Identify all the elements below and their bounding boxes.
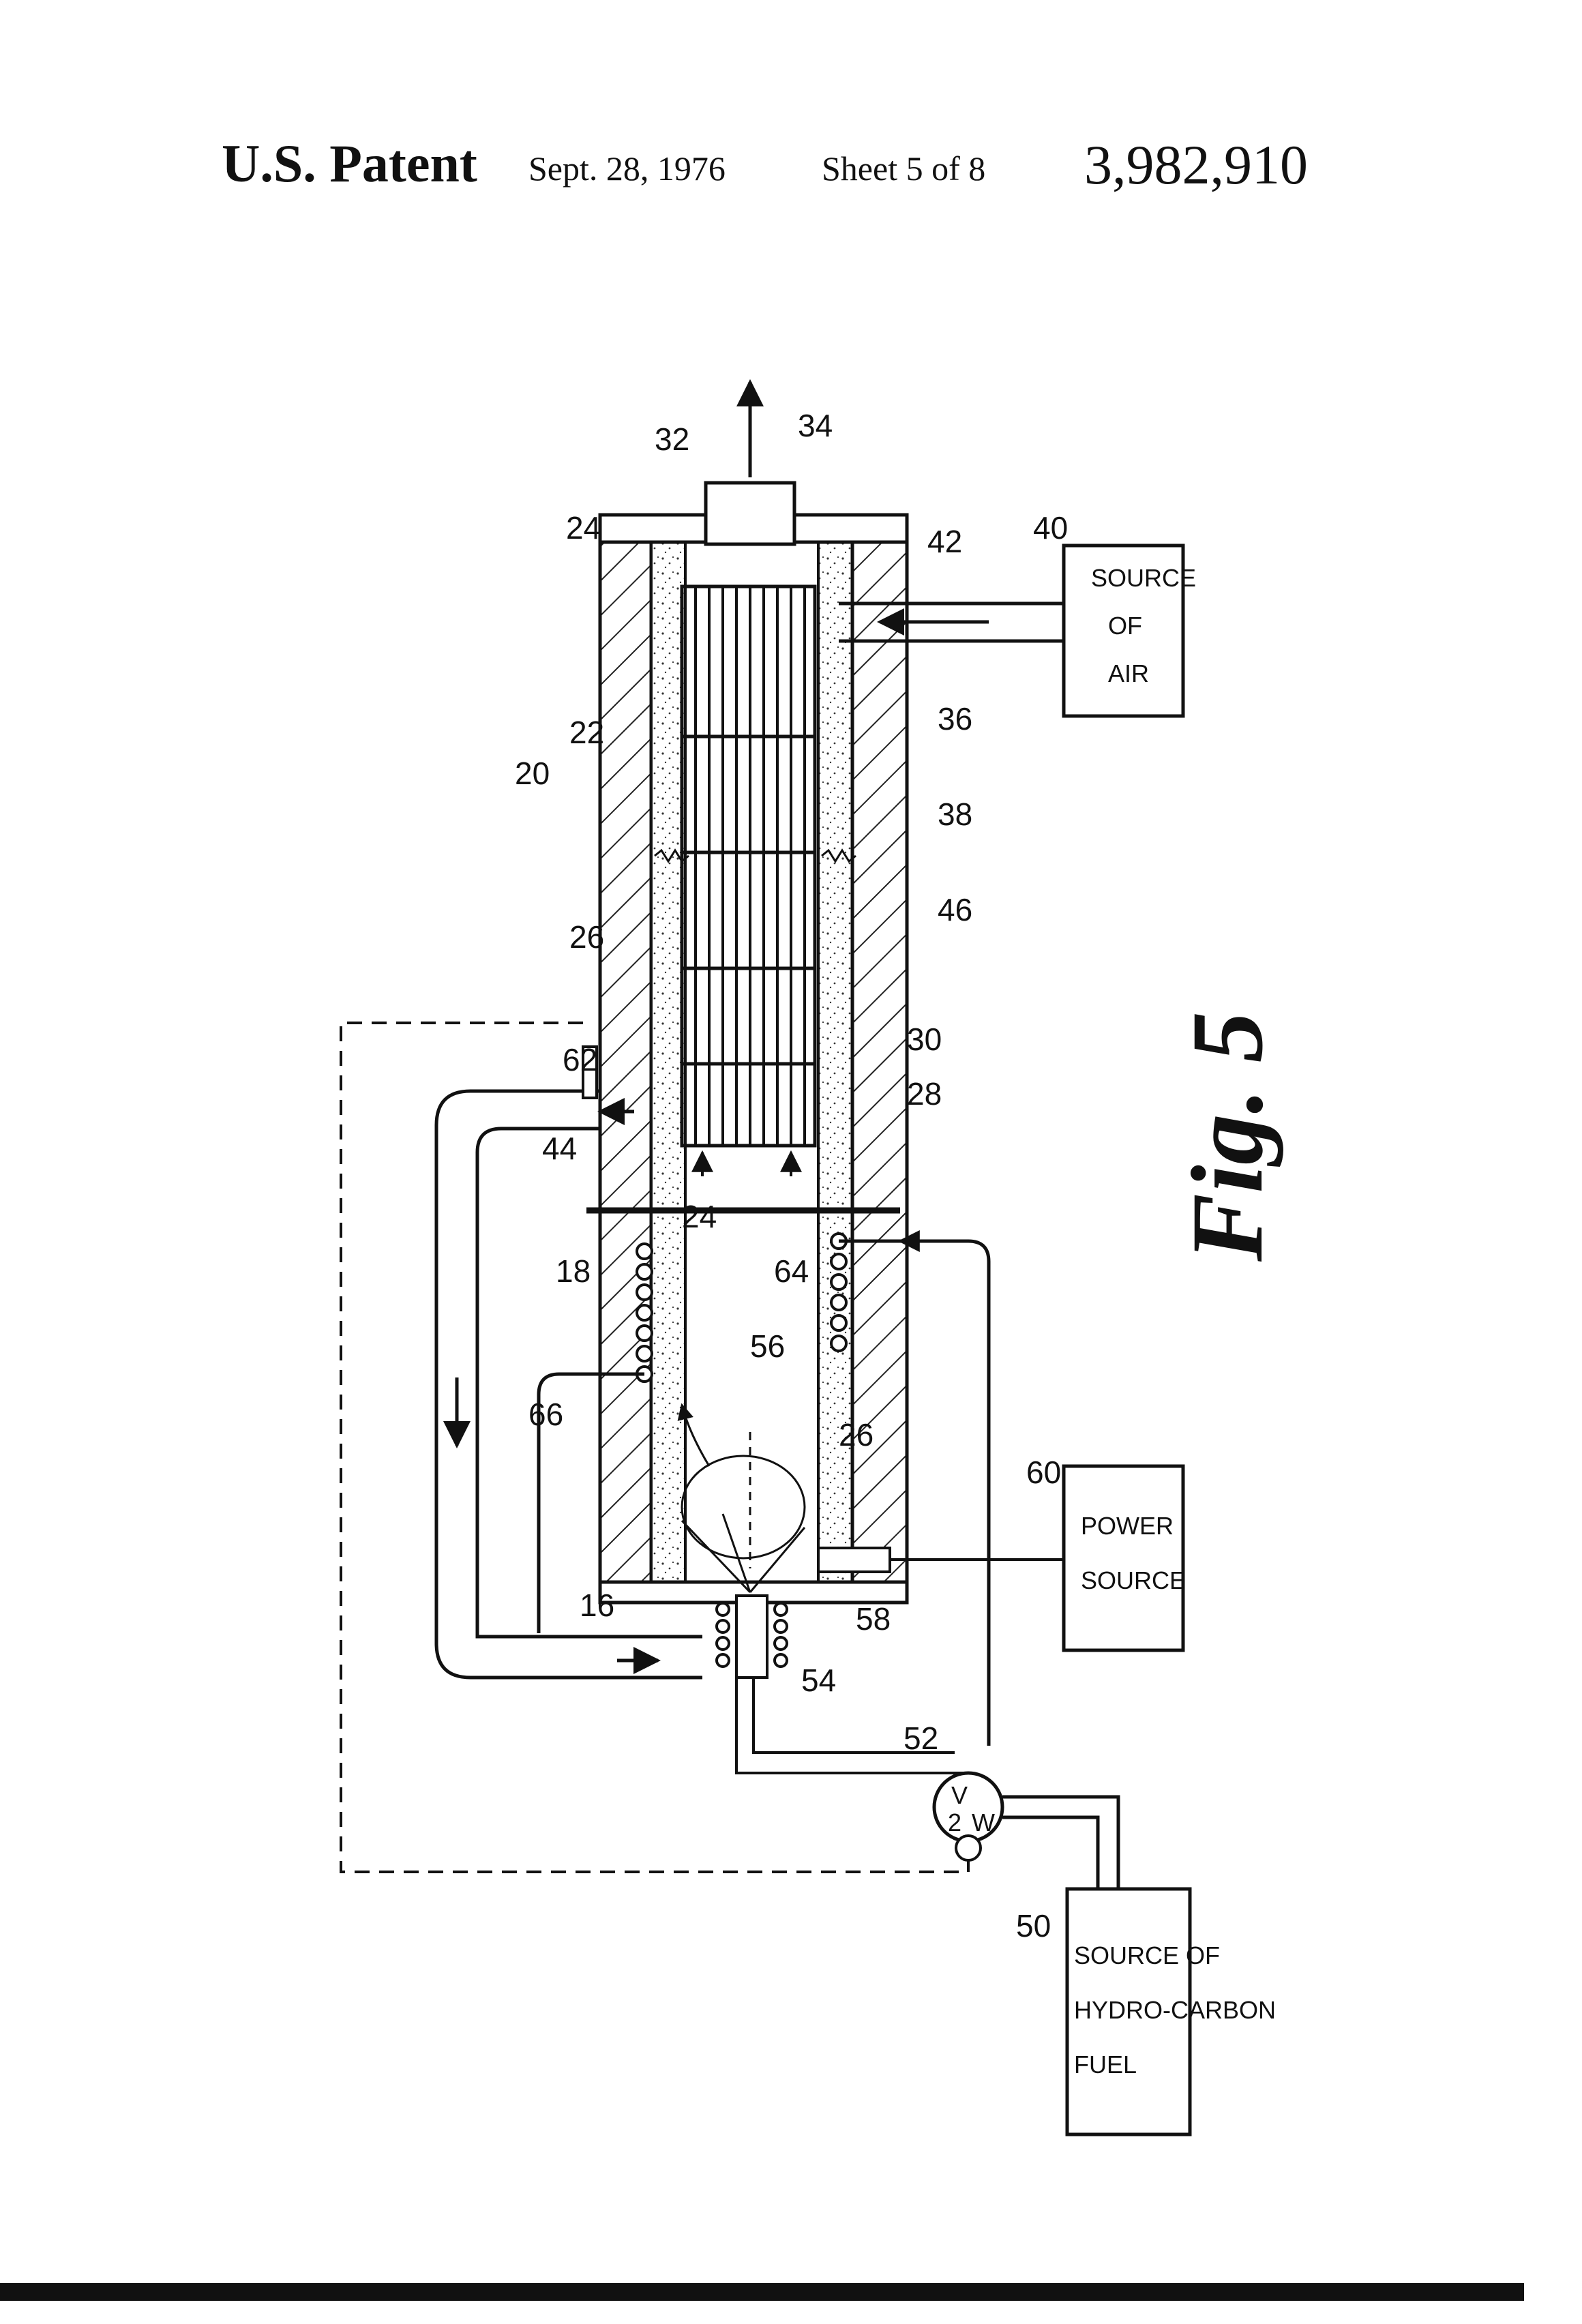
spray-cone: [682, 1405, 805, 1592]
ref-52: 52: [904, 1720, 938, 1756]
ref-24a: 24: [566, 510, 601, 546]
ref-58: 58: [856, 1601, 891, 1637]
ref-46: 46: [938, 892, 972, 927]
fuel-line-inner: [1002, 1817, 1098, 1889]
ref-60: 60: [1026, 1455, 1061, 1490]
power-box-line2: SOURCE: [1081, 1566, 1186, 1594]
air-box-line1: SOURCE: [1091, 564, 1196, 592]
valve-w: W: [972, 1808, 995, 1836]
power-box-line1: POWER: [1081, 1512, 1174, 1540]
power-source-box: POWER SOURCE: [1064, 1466, 1186, 1650]
air-box-line3: AIR: [1108, 659, 1149, 687]
valve-v: V: [951, 1781, 968, 1809]
ref-32: 32: [655, 421, 689, 457]
ref-66: 66: [528, 1397, 563, 1432]
fuel-box-line2: HYDRO-CARBON: [1074, 1996, 1276, 2024]
ref-36: 36: [938, 701, 972, 736]
bottom-border-bar: [0, 2283, 1524, 2301]
ref-16: 16: [580, 1588, 614, 1623]
fuel-source-box: SOURCE OF HYDRO-CARBON FUEL: [1067, 1889, 1276, 2134]
ref-54: 54: [801, 1663, 836, 1698]
valve-actuator: [956, 1836, 981, 1860]
ref-50: 50: [1016, 1908, 1051, 1943]
ref-20: 20: [515, 756, 550, 791]
ref-64: 64: [774, 1253, 809, 1289]
ref-22: 22: [569, 715, 604, 750]
exhaust-port: [706, 483, 794, 544]
ref-56: 56: [750, 1328, 785, 1364]
ref-40: 40: [1033, 510, 1068, 546]
igniter-58: [818, 1548, 890, 1572]
air-box-line2: OF: [1108, 612, 1142, 640]
ref-44: 44: [542, 1131, 577, 1166]
fuel-box-line3: FUEL: [1074, 2051, 1137, 2079]
ref-34: 34: [798, 408, 833, 443]
fuel-box-line1: SOURCE OF: [1074, 1941, 1220, 1969]
valve-2: 2: [948, 1808, 961, 1836]
ref-30: 30: [907, 1022, 942, 1057]
air-source-box: SOURCE OF AIR: [1064, 546, 1196, 716]
ref-62: 62: [563, 1042, 597, 1077]
ref-38: 38: [938, 796, 972, 832]
ref-26a: 26: [569, 919, 604, 955]
tube-bundle: [682, 586, 815, 1146]
fuel-line: [1002, 1797, 1118, 1889]
ref-18: 18: [556, 1253, 591, 1289]
top-outer-insulation: [600, 535, 651, 1592]
ref-24b: 24: [682, 1199, 717, 1234]
figure-caption: Fig. 5: [1171, 1011, 1284, 1262]
ref-42: 42: [927, 524, 962, 559]
ref-28: 28: [907, 1076, 942, 1112]
ref-26b: 26: [839, 1417, 874, 1452]
